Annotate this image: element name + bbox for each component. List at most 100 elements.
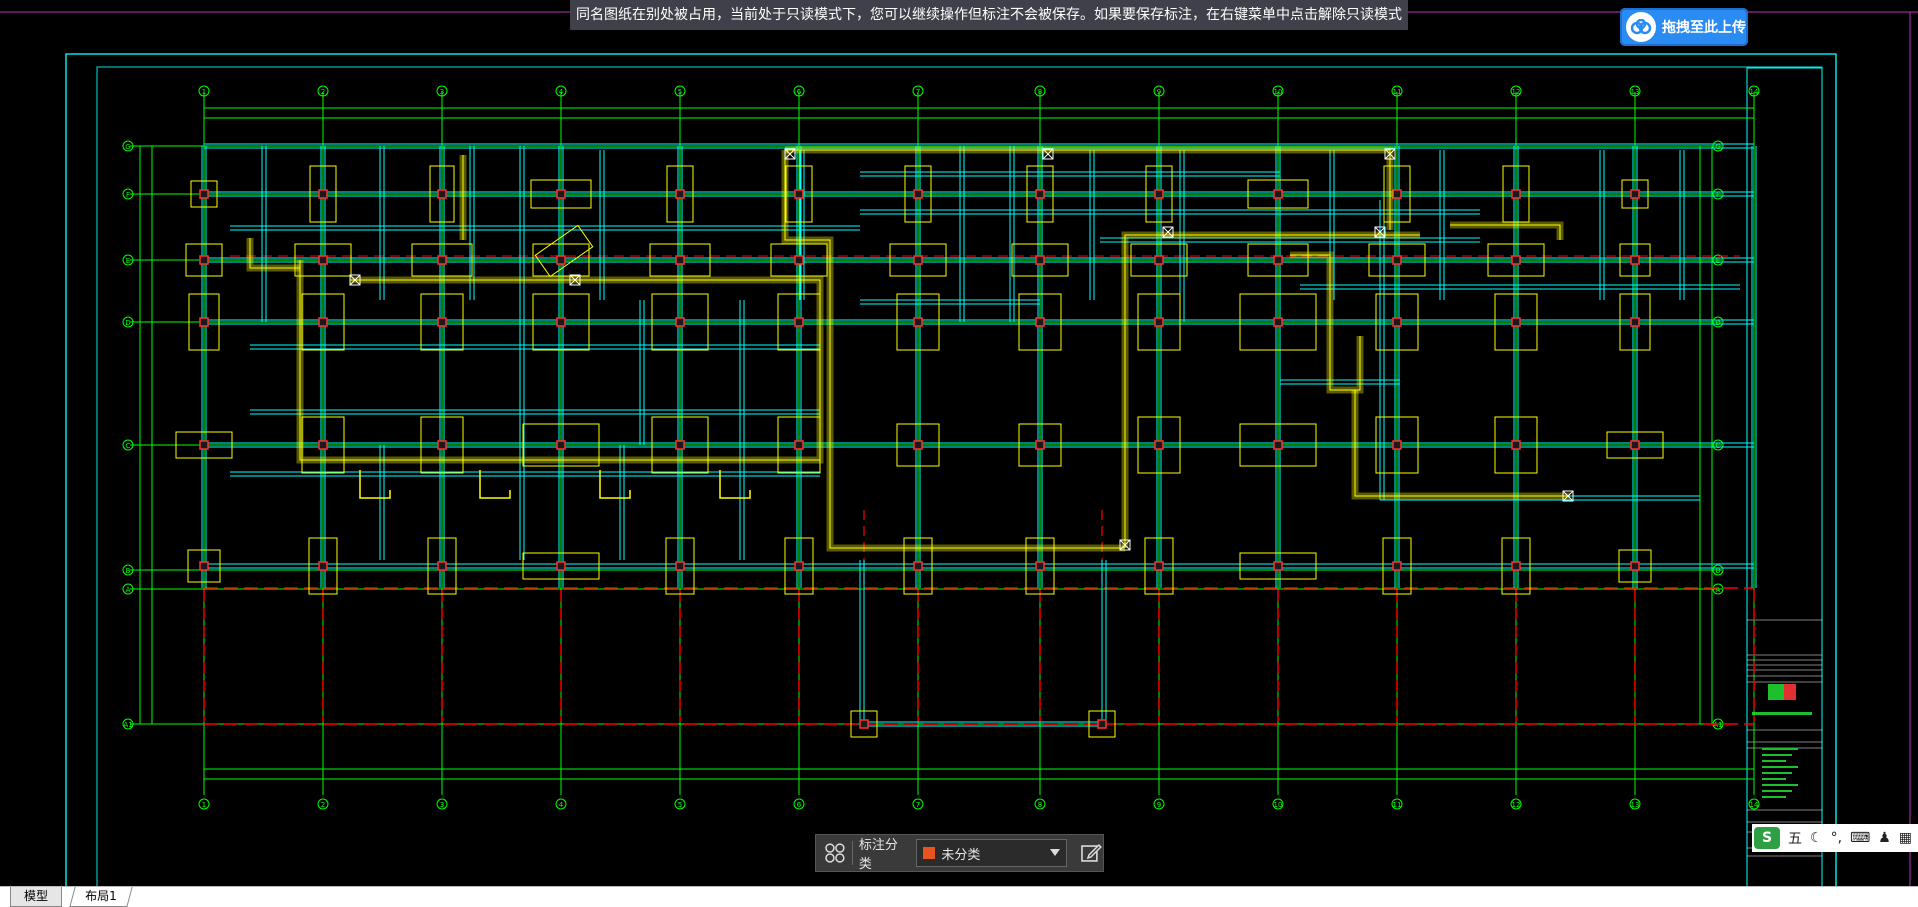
- column-marker: [199, 189, 209, 199]
- column-marker: [913, 189, 923, 199]
- moon-icon[interactable]: ☾: [1810, 830, 1823, 846]
- column-marker: [1392, 255, 1402, 265]
- footing-outline: [651, 293, 709, 351]
- title-block-text: [1762, 778, 1786, 780]
- column-marker: [1035, 255, 1045, 265]
- punctuation-icon[interactable]: °,: [1830, 830, 1843, 846]
- grid-bubble-left-label: D: [125, 319, 130, 327]
- title-block-text: [1762, 790, 1792, 792]
- grid-menu-icon[interactable]: ▦: [1898, 830, 1913, 846]
- x-marker: [569, 274, 581, 286]
- column-marker: [1097, 719, 1107, 729]
- footing-outline: [785, 165, 813, 223]
- footing-outline: [1487, 243, 1545, 277]
- grid-bubble-top: [912, 85, 924, 97]
- grid-bubble-bottom: [555, 798, 567, 810]
- grid-bubble-right: [1712, 188, 1724, 200]
- column-marker: [794, 255, 804, 265]
- column-marker: [1392, 561, 1402, 571]
- grid-bubble-bottom-label: 1: [202, 801, 206, 809]
- x-marker: [1562, 490, 1574, 502]
- x-marker: [1042, 148, 1054, 160]
- column-marker: [1273, 561, 1283, 571]
- sogou-logo-icon: S: [1754, 827, 1780, 849]
- grid-bubble-bottom-label: 3: [440, 801, 444, 809]
- grid-bubble-bottom: [317, 798, 329, 810]
- grid-bubble-top: [317, 85, 329, 97]
- footing-outline: [185, 243, 223, 277]
- column-marker: [1035, 189, 1045, 199]
- column-marker: [1511, 317, 1521, 327]
- grid-bubble-right-label: B: [1716, 567, 1721, 575]
- grid-bubble-bottom: [674, 798, 686, 810]
- edit-icon[interactable]: [1079, 841, 1103, 865]
- annotation-category-select[interactable]: 未分类: [916, 839, 1068, 867]
- x-marker: [1384, 148, 1396, 160]
- grid-bubble-bottom-label: 14: [1750, 801, 1759, 809]
- footing-outline: [1383, 165, 1411, 223]
- footing-outline: [175, 431, 233, 459]
- column-marker: [1273, 255, 1283, 265]
- x-marker: [784, 148, 796, 160]
- x-marker: [1384, 148, 1396, 160]
- footing-outline: [1011, 243, 1069, 277]
- grid-bubble-left: [122, 439, 134, 451]
- grid-bubble-top: [198, 85, 210, 97]
- chevron-down-icon: [1050, 849, 1061, 856]
- ime-mode: 五: [1788, 831, 1802, 847]
- grid-bubble-top: [1034, 85, 1046, 97]
- grid-bubble-bottom: [198, 798, 210, 810]
- grid-bubble-left-label: A: [126, 586, 131, 594]
- column-marker: [199, 317, 209, 327]
- grid-bubble-right-label: F: [1716, 191, 1720, 199]
- footing-outline: [411, 243, 473, 277]
- footing-outline: [188, 293, 220, 351]
- keyboard-icon[interactable]: ⌨: [1850, 830, 1871, 846]
- grid-bubble-left: [122, 718, 134, 730]
- upload-label: 拖拽至此上传: [1662, 20, 1746, 36]
- stair-mark: [599, 470, 631, 499]
- annotation-category-label: 标注分类: [858, 838, 898, 872]
- column-marker: [556, 189, 566, 199]
- footing-outline: [1144, 537, 1174, 595]
- user-icon[interactable]: ♟: [1878, 830, 1891, 846]
- column-marker: [1273, 317, 1283, 327]
- grid-bubble-top-label: 11: [1393, 88, 1402, 96]
- column-marker: [1511, 255, 1521, 265]
- upload-button[interactable]: 拖拽至此上传: [1620, 8, 1748, 46]
- grid-bubble-bottom-label: 12: [1512, 801, 1521, 809]
- column-marker: [913, 561, 923, 571]
- grid-bubble-right-label: A1: [1713, 721, 1722, 729]
- title-block-text: [1762, 784, 1798, 786]
- stair-mark: [359, 470, 391, 499]
- column-marker: [794, 189, 804, 199]
- footing-outline: [1501, 537, 1531, 595]
- footing-outline: [1026, 165, 1054, 223]
- column-marker: [437, 255, 447, 265]
- column-marker: [913, 255, 923, 265]
- footing-outline: [532, 293, 590, 351]
- footing-outline: [1621, 179, 1649, 209]
- tab-model[interactable]: 模型: [10, 887, 62, 907]
- footing-outline: [889, 243, 947, 277]
- ime-status-bar[interactable]: S 五 ☾ °, ⌨ ♟ ▦: [1752, 824, 1918, 852]
- column-marker: [1154, 561, 1164, 571]
- column-marker: [199, 561, 209, 571]
- category-grid-icon[interactable]: [824, 842, 846, 864]
- column-marker: [913, 317, 923, 327]
- grid-bubble-right: [1712, 583, 1724, 595]
- x-marker: [1042, 148, 1054, 160]
- column-marker: [1035, 440, 1045, 450]
- column-marker: [794, 561, 804, 571]
- grid-bubble-right-label: C: [1716, 442, 1721, 450]
- title-block-text: [1762, 754, 1792, 756]
- tab-layout1[interactable]: 布局1: [69, 887, 133, 907]
- grid-bubble-top-label: 7: [916, 88, 920, 96]
- footing-outline: [530, 179, 592, 209]
- column-marker: [794, 317, 804, 327]
- footing-outline: [1368, 243, 1426, 277]
- column-marker: [1273, 440, 1283, 450]
- footing-outline: [427, 537, 457, 595]
